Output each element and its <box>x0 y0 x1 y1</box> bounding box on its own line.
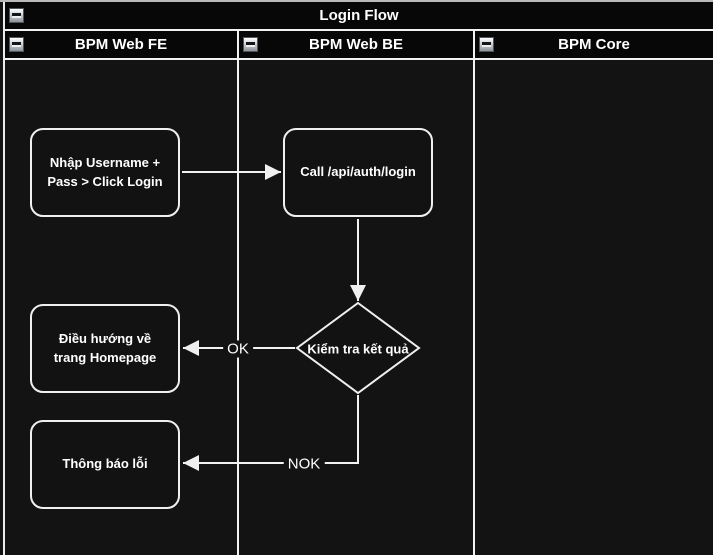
collapse-lane-be-icon[interactable] <box>243 37 258 52</box>
lane-header-bpm-web-fe[interactable]: BPM Web FE <box>5 31 237 58</box>
pool-top-border <box>0 0 713 2</box>
lane-label: BPM Core <box>558 36 630 53</box>
pool-left-border <box>3 2 5 555</box>
lane-divider-1 <box>237 31 239 555</box>
edge-label-nok[interactable]: NOK <box>283 455 325 473</box>
lane-divider-2 <box>473 31 475 555</box>
node-label: Call /api/auth/login <box>300 164 416 180</box>
node-call-api[interactable]: Call /api/auth/login <box>283 128 433 217</box>
lane-header-bpm-core[interactable]: BPM Core <box>475 31 713 58</box>
pool-title-bar[interactable]: Login Flow <box>5 2 713 29</box>
collapse-lane-core-icon[interactable] <box>479 37 494 52</box>
title-separator <box>5 29 713 31</box>
node-error-notice[interactable]: Thông báo lỗi <box>30 420 180 509</box>
collapse-pool-icon[interactable] <box>9 8 24 23</box>
node-login-input[interactable]: Nhập Username + Pass > Click Login <box>30 128 180 217</box>
node-label: Nhập Username + Pass > Click Login <box>47 155 163 189</box>
pool-title: Login Flow <box>319 7 399 24</box>
lane-header-separator <box>5 58 713 60</box>
node-check-result-label: Kiểm tra kết quả <box>307 341 409 357</box>
lane-label: BPM Web BE <box>309 36 403 53</box>
node-redirect-homepage[interactable]: Điều hướng về trang Homepage <box>30 304 180 393</box>
edge-check-nok-to-error[interactable] <box>183 395 359 471</box>
collapse-lane-fe-icon[interactable] <box>9 37 24 52</box>
edge-label-ok[interactable]: OK <box>223 340 253 358</box>
node-label: Điều hướng về trang Homepage <box>53 331 157 365</box>
lane-header-bpm-web-be[interactable]: BPM Web BE <box>239 31 473 58</box>
node-label: Thông báo lỗi <box>62 456 148 472</box>
lane-label: BPM Web FE <box>74 36 168 53</box>
